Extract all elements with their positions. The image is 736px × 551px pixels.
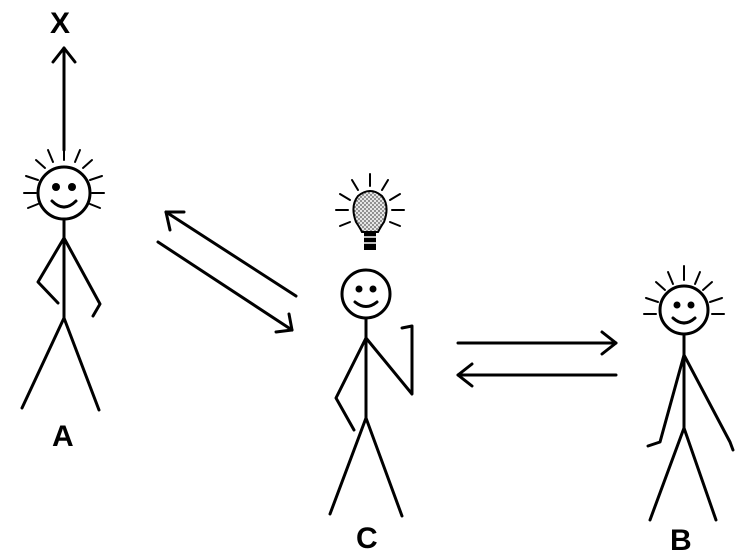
- smile: [355, 302, 377, 307]
- arrow-b-to-c: [458, 364, 616, 386]
- head: [660, 286, 708, 334]
- left-leg: [330, 418, 366, 514]
- right-arm: [64, 238, 100, 316]
- left-arm: [648, 355, 684, 446]
- arrow-a-to-x: [53, 48, 75, 150]
- person-label-b: B: [670, 524, 692, 551]
- eye: [370, 286, 377, 293]
- head: [38, 167, 90, 219]
- arrow-a-to-c: [158, 242, 292, 332]
- stick-figure-a: [22, 146, 104, 410]
- lightbulb-icon: [336, 174, 404, 250]
- target-label-x: X: [50, 7, 70, 40]
- eye: [52, 183, 60, 191]
- right-leg: [684, 428, 716, 520]
- hair-rays: [644, 266, 724, 314]
- eye: [356, 286, 363, 293]
- arrow-c-to-b: [458, 332, 616, 354]
- smile: [52, 201, 76, 207]
- stick-figure-b: [644, 266, 733, 520]
- eye: [688, 302, 695, 309]
- left-leg: [22, 318, 64, 408]
- stick-figure-c: [330, 270, 412, 516]
- right-arm: [366, 326, 412, 394]
- person-label-c: C: [356, 522, 378, 551]
- left-arm: [38, 238, 64, 303]
- head: [342, 270, 390, 318]
- arrow-c-to-a: [166, 212, 296, 296]
- right-leg: [64, 318, 99, 410]
- right-arm: [684, 355, 733, 450]
- person-label-a: A: [52, 420, 74, 453]
- smile: [673, 318, 695, 323]
- eye: [68, 183, 76, 191]
- left-arm: [336, 338, 366, 430]
- hair-rays: [24, 146, 104, 208]
- left-leg: [650, 428, 684, 520]
- eye: [674, 302, 681, 309]
- right-leg: [366, 418, 402, 516]
